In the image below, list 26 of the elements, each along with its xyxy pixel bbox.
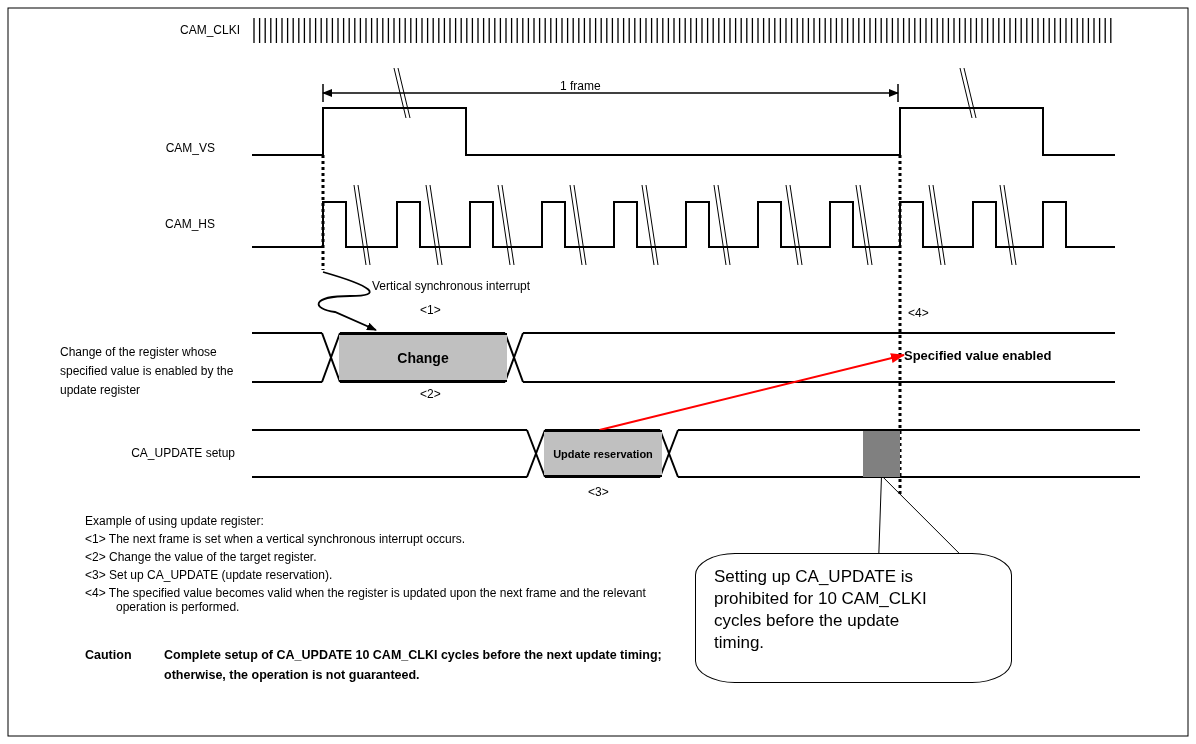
callout-pointer: [878, 475, 960, 554]
arrow: [598, 353, 905, 431]
note-text: <4> The specified value becomes valid when the register is updated upon the next frame and the relevant operation is performed.: [85, 586, 647, 615]
prohibited-period-block: [863, 431, 900, 477]
step-number: <3>: [588, 485, 610, 500]
step-number: <1>: [420, 303, 442, 318]
arrow: [317, 271, 377, 331]
status-text: Specified value enabled: [904, 344, 1104, 366]
note-text: Example of using update register:: [85, 514, 265, 529]
step-number: <2>: [420, 387, 442, 402]
annotation-text: Vertical synchronous interrupt: [372, 279, 532, 294]
callout-bubble: Setting up CA_UPDATE is prohibited for 10 CAM_CLKI cycles before the update timing.: [695, 553, 1012, 683]
data-segment: Update reservation: [544, 430, 662, 477]
caution-label: Caution: [85, 647, 133, 664]
signal-label: CA_UPDATE setup: [130, 446, 235, 461]
signal-label: CAM_VS: [164, 141, 215, 156]
dimension-label: 1 frame: [560, 79, 602, 94]
caution-text: Complete setup of CA_UPDATE 10 CAM_CLKI cycles before the next update timing; otherwise, the operation is not guaranteed.: [164, 647, 663, 684]
data-segment: Change: [339, 333, 507, 382]
note-text: <1> The next frame is set when a vertical synchronous interrupt occurs.: [85, 532, 466, 547]
signal-label: CAM_HS: [164, 217, 215, 232]
signal-label: Change of the register whose specified value is enabled by the update register: [60, 344, 235, 399]
step-number: <4>: [908, 306, 930, 321]
note-text: <2> Change the value of the target register.: [85, 550, 318, 565]
note-text: <3> Set up CA_UPDATE (update reservation).: [85, 568, 334, 583]
signal-label: CAM_CLKI: [178, 23, 240, 38]
